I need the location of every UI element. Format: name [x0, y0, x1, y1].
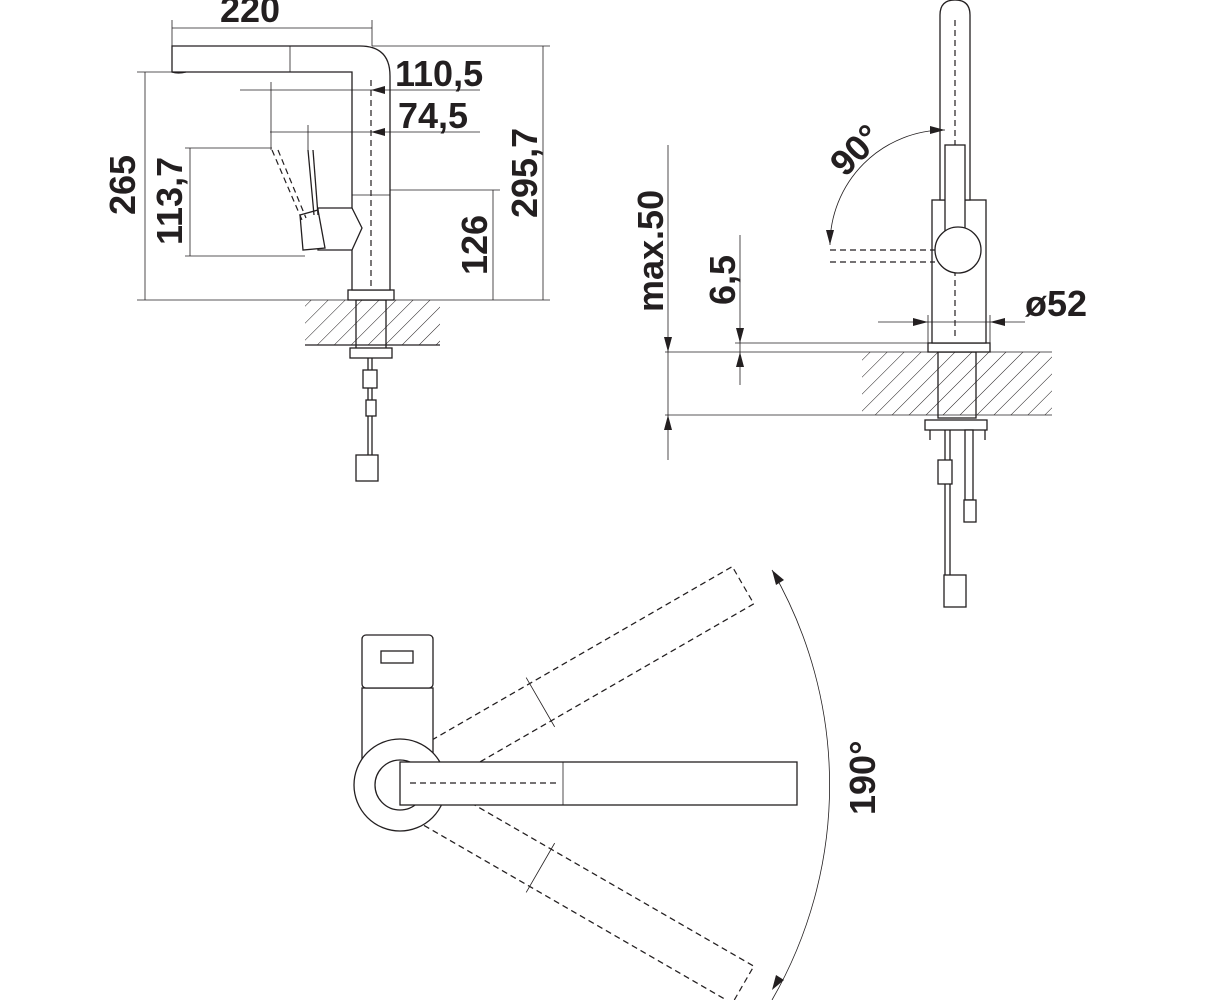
dim-190-deg: 190° [842, 741, 883, 815]
dim-diameter-52: ø52 [1025, 283, 1087, 324]
countertop-hatch [305, 300, 440, 345]
countertop-hatch-front [862, 352, 1052, 415]
dim-220: 220 [220, 0, 280, 30]
hose-connector-front [943, 574, 967, 608]
dim-max-50: max.50 [630, 190, 671, 312]
side-view: 220 110,5 74,5 265 113,7 126 295,7 [102, 0, 550, 482]
hose-connector [355, 454, 379, 482]
spout-top [399, 761, 798, 806]
top-view: 190° [353, 565, 883, 1000]
dim-90-deg: 90° [822, 116, 889, 183]
dim-265: 265 [102, 155, 143, 215]
front-view: 90° max.50 6,5 ø52 [630, 0, 1087, 608]
dim-6-5: 6,5 [702, 255, 743, 305]
dim-126: 126 [454, 215, 495, 275]
dim-295-7: 295,7 [504, 128, 545, 218]
faucet-body [171, 45, 391, 291]
dim-74-5: 74,5 [398, 95, 468, 136]
dim-110-5: 110,5 [395, 53, 483, 94]
handle-front [934, 226, 982, 274]
dim-113-7: 113,7 [149, 157, 190, 245]
